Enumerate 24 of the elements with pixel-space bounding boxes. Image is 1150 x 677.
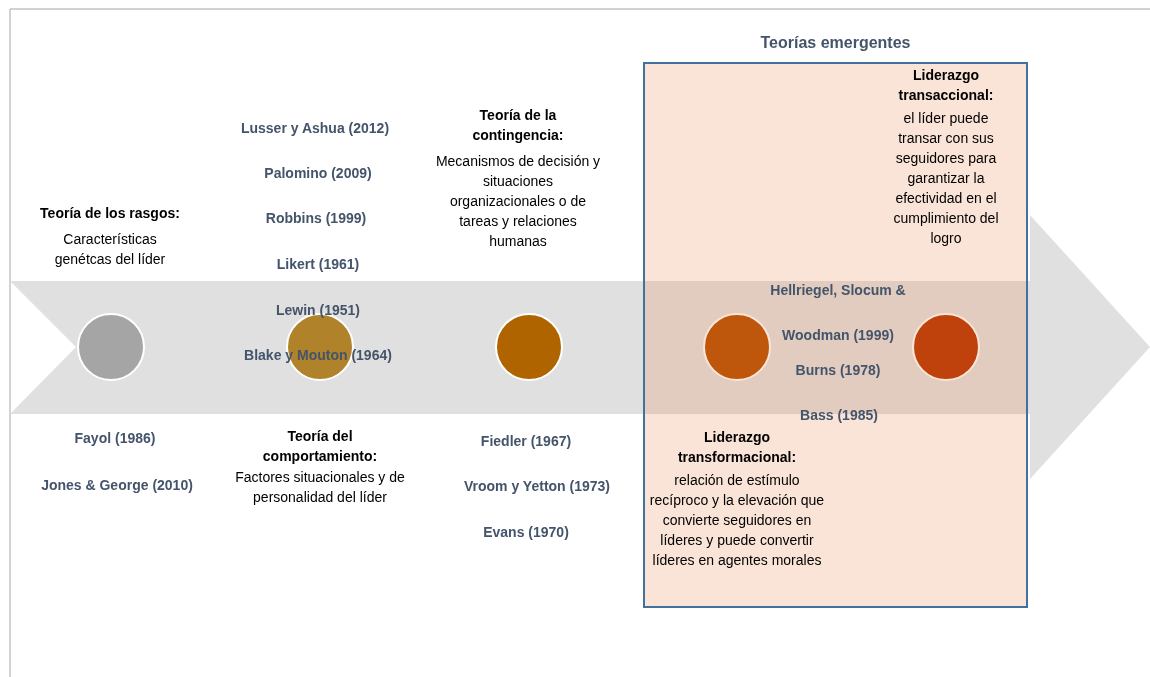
theory-heading: Teoría de la contingencia: <box>471 106 565 145</box>
theory-description: relación de estímulo recíproco y la elevación que convierte seguidores en líderes y puede convertir líderes en agentes morales <box>648 471 826 570</box>
author-citation: Lusser y Ashua (2012) <box>239 119 391 138</box>
theory-description: Características genétcas del líder <box>53 230 167 269</box>
author-citation: Likert (1961) <box>275 255 361 274</box>
author-citation: Vroom y Yetton (1973) <box>463 477 611 496</box>
panel-heading: Teorías emergentes <box>759 34 912 52</box>
author-citation: Burns (1978) <box>794 361 882 380</box>
theory-heading: Liderazgo transaccional: <box>897 66 995 105</box>
author-citation: Evans (1970) <box>482 523 570 542</box>
author-citation: Jones & George (2010) <box>40 476 194 495</box>
author-citation: Robbins (1999) <box>264 209 368 228</box>
author-citation: Bass (1985) <box>799 406 879 425</box>
theory-heading: Liderazgo transformacional: <box>676 428 798 467</box>
author-citation: Lewin (1951) <box>275 301 361 320</box>
author-citation: Hellriegel, Slocum & Woodman (1999) <box>769 281 907 345</box>
theory-description: Mecanismos de decisión y situaciones organizacionales o de tareas y relaciones humanas <box>434 152 602 251</box>
author-citation: Fayol (1986) <box>73 429 157 448</box>
theory-heading: Teoría de los rasgos: <box>39 204 181 223</box>
author-citation: Palomino (2009) <box>263 164 373 183</box>
theory-description: el líder puede transar con sus seguidores para garantizar la efectividad en el cumplimiento del logro <box>892 109 1000 248</box>
author-citation: Fiedler (1967) <box>479 432 573 451</box>
theory-heading: Teoría del comportamiento: <box>261 427 379 466</box>
theory-description: Factores situacionales y de personalidad del líder <box>235 468 405 507</box>
